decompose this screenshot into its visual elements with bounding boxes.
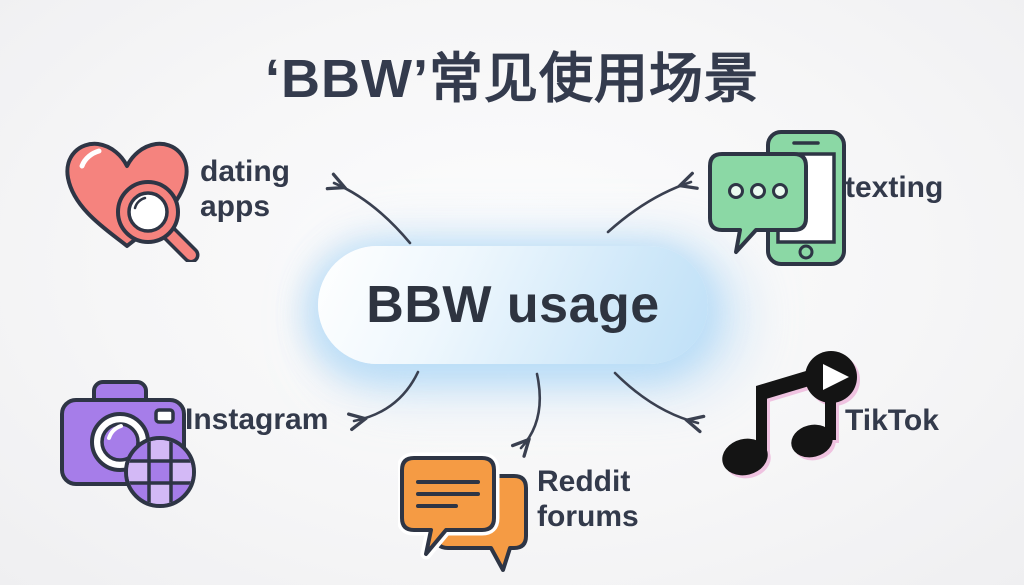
node-label-reddit-forums: Reddit forums xyxy=(537,465,639,533)
node-label-tiktok: TikTok xyxy=(845,404,939,437)
chat-bubbles-icon xyxy=(398,452,528,572)
node-label-dating-apps: dating apps xyxy=(200,155,290,223)
node-label-instagram: Instagram xyxy=(185,403,329,436)
arrow-to-reddit-forums xyxy=(521,372,542,448)
music-note-play-icon xyxy=(722,351,857,476)
center-node: BBW usage xyxy=(318,246,708,364)
arrow-to-tiktok xyxy=(613,371,698,423)
camera-grid-icon xyxy=(60,380,196,508)
phone-chat-icon xyxy=(708,130,846,266)
arrow-to-instagram xyxy=(354,370,420,421)
arrow-to-dating-apps xyxy=(334,183,412,245)
center-node-label: BBW usage xyxy=(366,276,660,334)
node-label-texting: texting xyxy=(845,171,944,204)
diagram-title: ‘BBW’常见使用场景 xyxy=(265,49,759,109)
heart-magnifier-icon xyxy=(65,141,200,262)
arrow-to-texting xyxy=(606,182,691,234)
